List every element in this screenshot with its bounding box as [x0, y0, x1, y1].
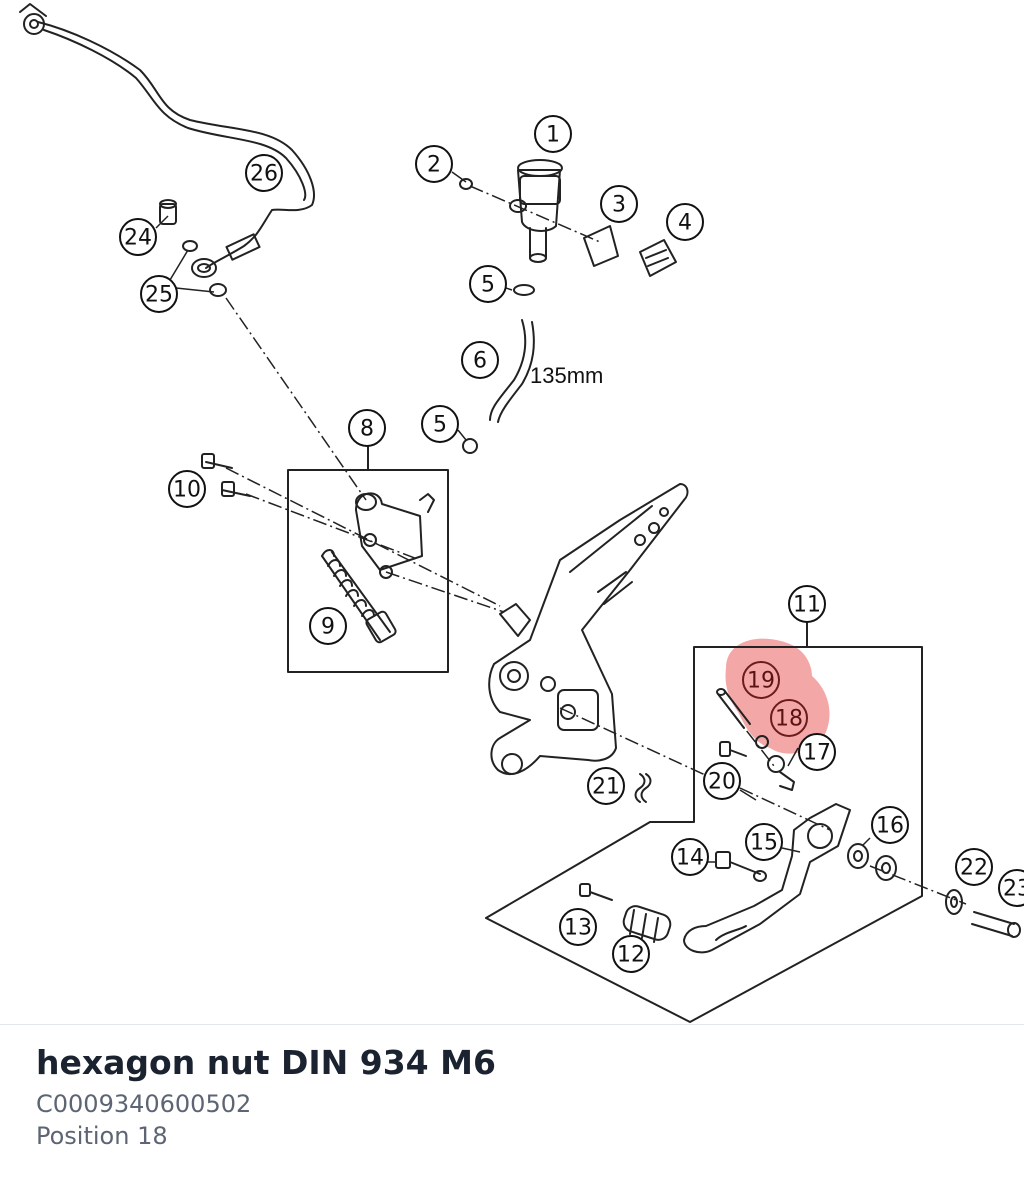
footrest-bracket	[488, 483, 689, 775]
callout-5[interactable]: 5	[469, 265, 507, 303]
callout-label: 21	[592, 775, 620, 800]
callout-circle[interactable]	[534, 115, 572, 153]
brake-hose	[37, 21, 315, 269]
part-position: Position 18	[36, 1122, 168, 1150]
callout-label: 1	[546, 123, 560, 148]
callout-13[interactable]: 13	[559, 908, 597, 946]
callout-22[interactable]: 22	[955, 848, 993, 886]
callout-5[interactable]: 5	[421, 405, 459, 443]
callout-4[interactable]: 4	[666, 203, 704, 241]
callout-circle[interactable]	[788, 585, 826, 623]
callout-label: 13	[564, 916, 592, 941]
callout-2[interactable]: 2	[415, 145, 453, 183]
callout-label: 14	[676, 846, 704, 871]
callout-label: 20	[708, 770, 736, 795]
callout-label: 10	[173, 478, 201, 503]
brake-pedal	[683, 803, 851, 954]
callout-20[interactable]: 20	[703, 762, 741, 800]
callout-11[interactable]: 11	[788, 585, 826, 623]
callout-12[interactable]: 12	[612, 935, 650, 973]
callout-label: 11	[793, 593, 821, 618]
callout-label: 18	[775, 707, 803, 732]
callout-circle[interactable]	[600, 185, 638, 223]
callout-circle[interactable]	[348, 409, 386, 447]
callout-circle[interactable]	[612, 935, 650, 973]
callout-circle[interactable]	[245, 154, 283, 192]
callout-10[interactable]: 10	[168, 470, 206, 508]
callout-circle[interactable]	[666, 203, 704, 241]
divider	[0, 1024, 1024, 1025]
callout-label: 15	[750, 831, 778, 856]
callout-label: 9	[321, 615, 335, 640]
callout-circle[interactable]	[309, 607, 347, 645]
callout-label: 25	[145, 283, 173, 308]
callout-16[interactable]: 16	[871, 806, 909, 844]
callout-18[interactable]: 18	[770, 699, 808, 737]
callout-21[interactable]: 21	[587, 767, 625, 805]
callout-circle[interactable]	[703, 762, 741, 800]
callout-3[interactable]: 3	[600, 185, 638, 223]
part-title: hexagon nut DIN 934 M6	[36, 1043, 496, 1082]
callout-circle[interactable]	[140, 275, 178, 313]
part-code: C0009340600502	[36, 1090, 252, 1118]
callout-label: 5	[433, 413, 447, 438]
callout-circle[interactable]	[168, 470, 206, 508]
callout-label: 17	[803, 741, 831, 766]
callout-label: 12	[617, 943, 645, 968]
callout-label: 23	[1003, 877, 1024, 902]
callout-circle[interactable]	[871, 806, 909, 844]
callout-17[interactable]: 17	[798, 733, 836, 771]
callout-label: 4	[678, 211, 692, 236]
callout-9[interactable]: 9	[309, 607, 347, 645]
callout-label: 2	[427, 153, 441, 178]
callout-23[interactable]: 23	[998, 869, 1024, 907]
piston-spring	[321, 551, 391, 641]
callout-14[interactable]: 14	[671, 838, 709, 876]
callout-label: 5	[481, 273, 495, 298]
exploded-parts-diagram: 135mm 1234565891011191817202114151622231…	[19, 3, 1024, 1023]
callout-label: 6	[473, 349, 487, 374]
callout-24[interactable]: 24	[119, 218, 157, 256]
selection-highlight	[725, 638, 830, 754]
callout-circle[interactable]	[998, 869, 1024, 907]
callout-label: 8	[360, 417, 374, 442]
callout-group: 1234565891011191817202114151622231312242…	[119, 115, 1024, 973]
callout-circle[interactable]	[798, 733, 836, 771]
callout-circle[interactable]	[415, 145, 453, 183]
callout-19[interactable]: 19	[742, 661, 780, 699]
callout-label: 24	[124, 226, 152, 251]
fluid-reservoir	[517, 169, 561, 232]
callout-6[interactable]: 6	[461, 341, 499, 379]
hose-length-label: 135mm	[530, 363, 603, 388]
callout-circle[interactable]	[671, 838, 709, 876]
callout-circle[interactable]	[461, 341, 499, 379]
box-master-cylinder	[287, 469, 449, 673]
callout-circle[interactable]	[955, 848, 993, 886]
callout-circle[interactable]	[745, 823, 783, 861]
callout-15[interactable]: 15	[745, 823, 783, 861]
callout-circle[interactable]	[559, 908, 597, 946]
callout-circle[interactable]	[742, 661, 780, 699]
callout-circle[interactable]	[770, 699, 808, 737]
callout-25[interactable]: 25	[140, 275, 178, 313]
callout-label: 16	[876, 814, 904, 839]
callout-label: 3	[612, 193, 626, 218]
box-brake-pedal	[485, 646, 923, 1023]
callout-label: 22	[960, 856, 988, 881]
callout-26[interactable]: 26	[245, 154, 283, 192]
callout-8[interactable]: 8	[348, 409, 386, 447]
callout-1[interactable]: 1	[534, 115, 572, 153]
callout-circle[interactable]	[587, 767, 625, 805]
callout-circle[interactable]	[119, 218, 157, 256]
callout-label: 19	[747, 669, 775, 694]
callout-label: 26	[250, 162, 278, 187]
callout-circle[interactable]	[469, 265, 507, 303]
callout-circle[interactable]	[421, 405, 459, 443]
part-info-panel: hexagon nut DIN 934 M6 C0009340600502 Po…	[36, 1040, 996, 1152]
